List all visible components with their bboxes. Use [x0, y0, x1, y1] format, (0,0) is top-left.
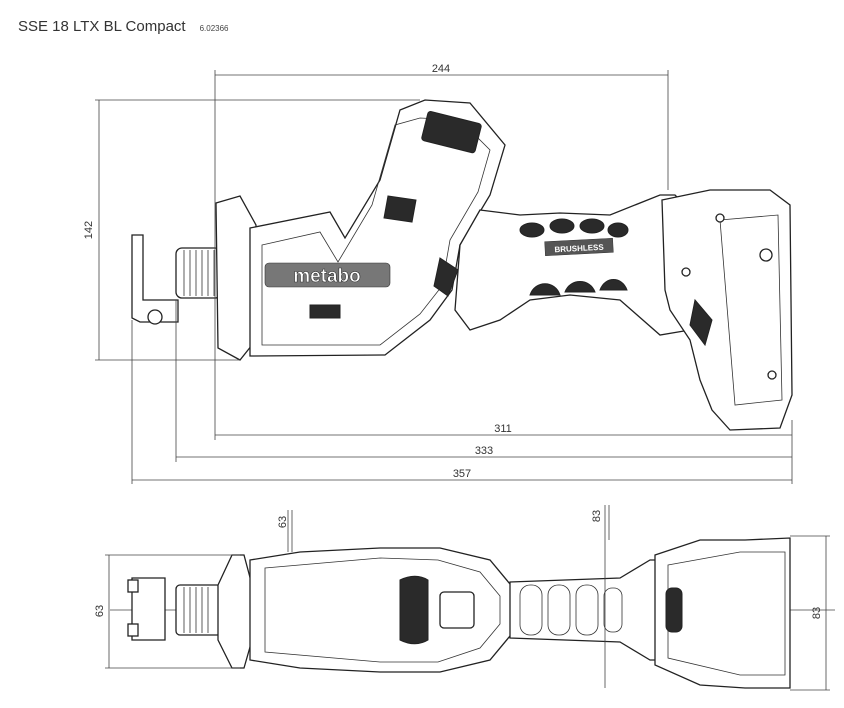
vent-slot: [309, 304, 341, 319]
top-dimensions: 63 63 83 83: [94, 505, 830, 691]
brand-logo: metabo: [293, 266, 361, 287]
dim-height: 142: [83, 221, 95, 239]
brushless-badge: BRUSHLESS: [554, 243, 604, 255]
dim-length-333: 333: [475, 445, 493, 457]
dim-body-width: 63: [277, 516, 289, 528]
top-view: [110, 537, 835, 689]
motor-housing: [249, 99, 506, 357]
switch-lock: [383, 195, 417, 223]
trigger-top: [439, 591, 475, 629]
side-dimensions: 244 142 311 333 357: [83, 63, 793, 484]
header: SSE 18 LTX BL Compact 6.02366: [18, 18, 229, 35]
product-title: SSE 18 LTX BL Compact: [18, 18, 186, 35]
body-top: [249, 547, 516, 673]
handle: [454, 194, 691, 336]
battery-top: [654, 537, 791, 689]
blade: [131, 234, 179, 323]
dim-top-width: 244: [432, 63, 450, 75]
blade-holder: [131, 577, 166, 641]
blade-pin: [147, 309, 163, 325]
dim-battery-side: 83: [811, 607, 823, 619]
dim-length-311: 311: [494, 423, 512, 435]
dim-blade-width: 63: [94, 605, 106, 617]
led-light: [421, 111, 482, 154]
dim-length-357: 357: [453, 468, 471, 480]
product-code: 6.02366: [199, 24, 229, 33]
side-view: metabo BRUSHLESS: [131, 99, 793, 431]
handle-grip-ribs: [519, 218, 629, 296]
dim-battery-width: 83: [591, 510, 603, 522]
grip-pad: [433, 257, 459, 297]
